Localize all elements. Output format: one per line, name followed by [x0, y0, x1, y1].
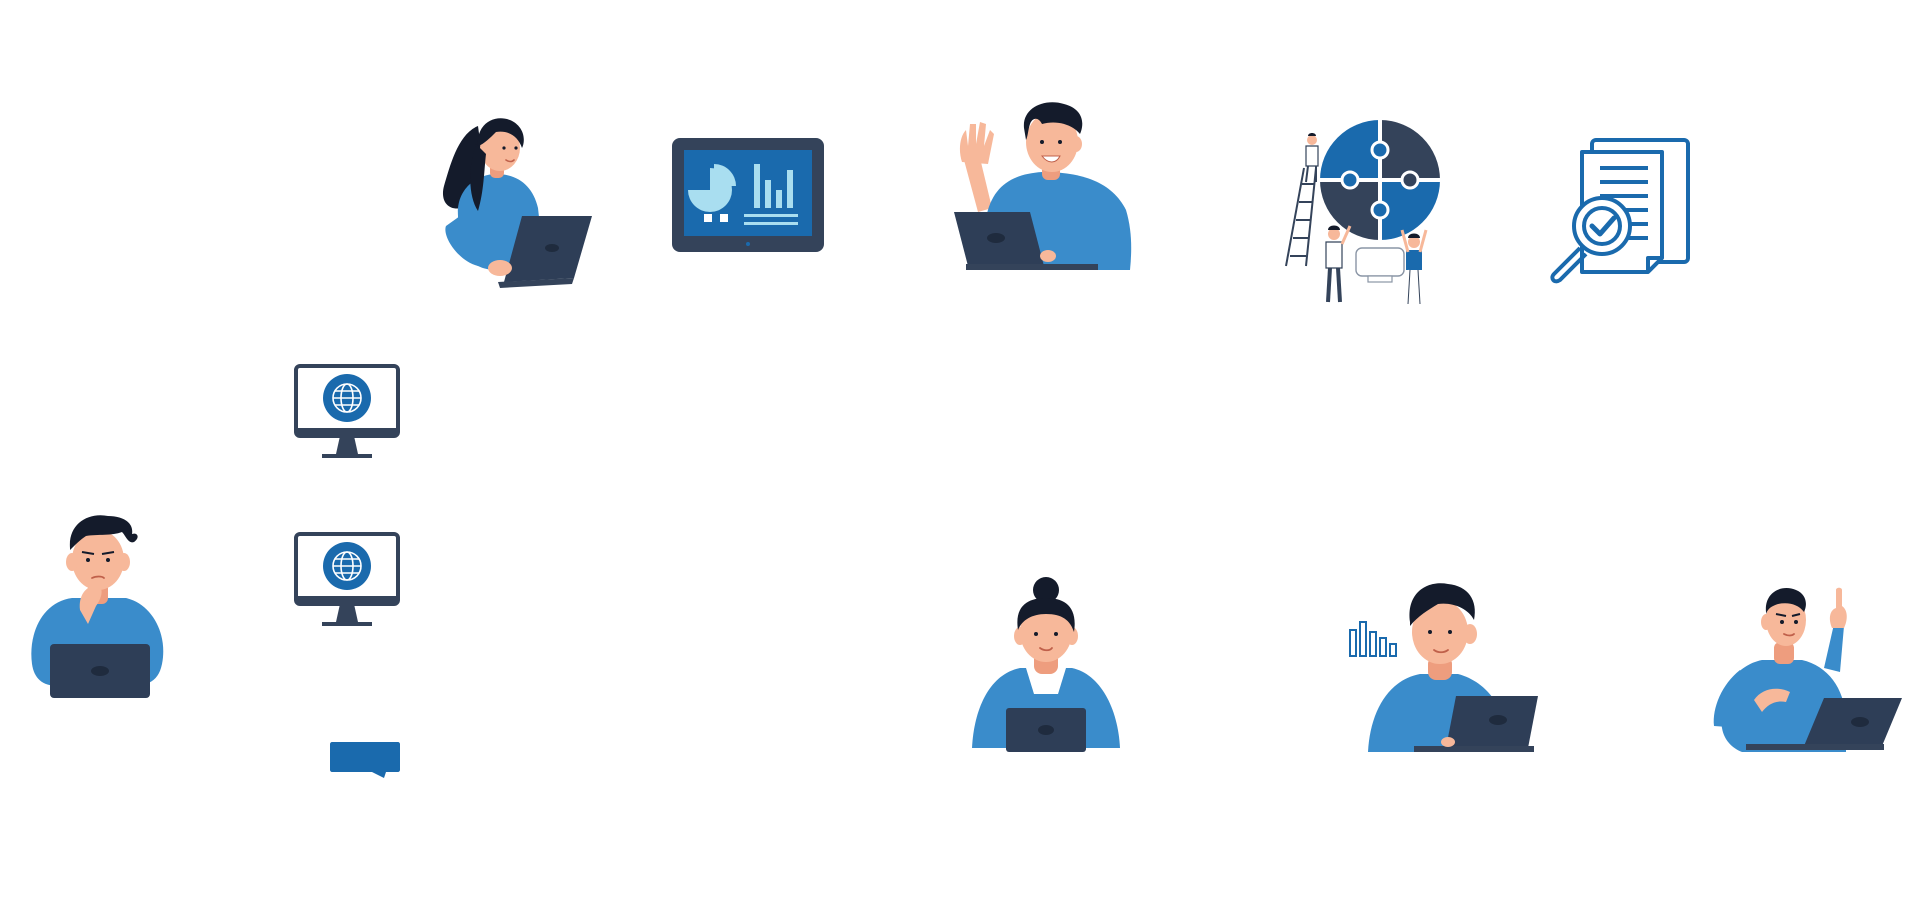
woman-bun-laptop-illustration — [970, 577, 1122, 752]
man-waving-laptop-illustration — [952, 100, 1134, 270]
globe-monitor-icon — [294, 532, 400, 630]
dashboard-tablet-icon — [672, 138, 824, 252]
puzzle-teamwork-illustration — [1284, 118, 1446, 308]
man-laptop-chart-illustration — [1348, 582, 1540, 752]
man-pointing-laptop-illustration — [1712, 587, 1902, 752]
man-thinking-laptop-illustration — [28, 514, 166, 698]
woman-laptop-illustration — [438, 116, 594, 288]
chat-bubble-icon — [330, 742, 400, 778]
globe-monitor-icon — [294, 364, 400, 462]
document-check-icon — [1544, 138, 1692, 284]
